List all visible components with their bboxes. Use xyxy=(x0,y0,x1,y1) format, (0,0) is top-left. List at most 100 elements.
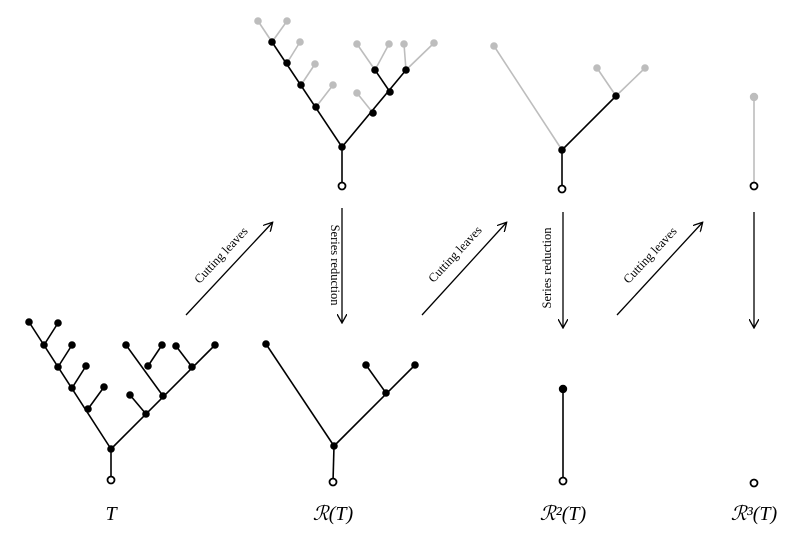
tree-t-node xyxy=(172,342,180,350)
tree-r1-edge xyxy=(333,364,416,447)
tree-r2-cut xyxy=(749,92,759,191)
tree-r1-cut xyxy=(490,42,649,194)
tree-cut-grey-edge xyxy=(356,92,374,114)
tree-cut-grey-leaf xyxy=(353,40,361,48)
tree-r1-cut-grey-edge xyxy=(493,45,563,151)
tree-t-edge xyxy=(125,344,164,397)
tree-r1-node xyxy=(411,361,419,369)
tree-r1-edge xyxy=(265,343,335,447)
tree-cut-grey-leaf xyxy=(353,89,361,97)
tree-cut-left-spine xyxy=(271,41,343,148)
tree-t-node xyxy=(82,362,90,370)
tree-t-node xyxy=(54,363,62,371)
tree-t-node xyxy=(84,405,92,413)
tree-cut-grey-edge xyxy=(403,43,407,71)
tree-r1-node xyxy=(382,389,390,397)
tree-cut-grey-edge xyxy=(315,84,334,108)
tree-cut-grey-leaf xyxy=(385,40,393,48)
tree-t-edge xyxy=(129,394,147,415)
tree-cut-node xyxy=(312,103,320,111)
tree-cut-grey-leaf xyxy=(283,17,291,25)
tree-t xyxy=(25,318,219,485)
arrow-cut-2: Cutting leaves xyxy=(421,223,506,316)
tree-t-node xyxy=(25,318,33,326)
tree-cut-node xyxy=(371,66,379,74)
tree-r1-root xyxy=(328,477,338,487)
tree-r2 xyxy=(558,384,568,486)
arrow-cut-1: Cutting leaves xyxy=(185,223,272,316)
tree-cut-grey-leaf xyxy=(254,17,262,25)
tree-cut-grey-edge xyxy=(300,63,316,86)
tree-cut-node xyxy=(297,81,305,89)
tree-t-node xyxy=(144,362,152,370)
arrow-cut-1-line xyxy=(185,223,272,316)
arrow-series-2-label: Series reduction xyxy=(540,227,554,309)
tree-label-r2: ℛ²(T) xyxy=(540,503,587,525)
tree-t-node xyxy=(54,319,62,327)
tree-t-node xyxy=(68,341,76,349)
tree-cut-grey-leaf xyxy=(400,40,408,48)
tree-r1-cut-grey-edge xyxy=(596,67,617,97)
tree-r1-cut-grey-edge xyxy=(615,67,646,97)
tree-r2-node xyxy=(558,384,568,394)
tree-label-r3: ℛ³(T) xyxy=(731,503,778,525)
tree-r2-cut-root xyxy=(749,181,759,191)
tree-r1-cut-root xyxy=(557,184,567,194)
tree-cut-grey-edge xyxy=(286,41,301,64)
tree-t-node xyxy=(122,341,130,349)
tree-cut-edge xyxy=(374,69,391,93)
tree-cut-grey-leaf xyxy=(430,39,438,47)
tree-r3-root xyxy=(749,478,759,488)
tree-cut-node xyxy=(268,38,276,46)
tree-t-node xyxy=(158,341,166,349)
tree-label-t: T xyxy=(105,503,118,525)
tree-label-r1: ℛ(T) xyxy=(313,503,354,525)
tree-t-edge xyxy=(175,345,193,368)
tree-t-node xyxy=(100,383,108,391)
tree-t-edge xyxy=(147,344,163,367)
tree-cut-grey-leaf xyxy=(311,60,319,68)
tree-r3 xyxy=(749,478,759,488)
tree-r1-cut-node xyxy=(612,92,620,100)
tree-r1-cut-grey-leaf xyxy=(490,42,498,50)
tree-cut-grey-edge xyxy=(271,20,288,43)
arrow-cut-2-label: Cutting leaves xyxy=(425,223,484,285)
tree-r1-root-edge xyxy=(332,445,335,483)
tree-cut-grey-leaf xyxy=(329,81,337,89)
tree-cut-grey-leaf xyxy=(296,38,304,46)
tree-r1-cut-node xyxy=(558,146,566,154)
tree-cut-right-spine xyxy=(341,69,407,148)
tree-cut-grey-edge xyxy=(356,43,376,71)
tree-r1-node xyxy=(330,442,338,450)
tree-t-edge xyxy=(43,322,59,346)
arrow-cut-3-line xyxy=(616,223,702,316)
arrow-series-1: Series reduction xyxy=(328,208,342,322)
tree-t-edge xyxy=(87,386,105,410)
tree-r1 xyxy=(262,340,419,487)
tree-r1-cut-grey-leaf xyxy=(593,64,601,72)
arrow-cut-3: Cutting leaves xyxy=(616,223,702,316)
tree-cut-node xyxy=(386,88,394,96)
tree-cut-grey-edge xyxy=(374,43,390,71)
tree-r1-cut-edge xyxy=(561,95,617,151)
arrow-cut-3-label: Cutting leaves xyxy=(620,224,679,286)
tree-t-edge xyxy=(57,344,73,368)
tree-r2-root xyxy=(558,476,568,486)
tree-cut-root xyxy=(337,181,347,191)
tree-t-node xyxy=(40,341,48,349)
arrow-series-1-label: Series reduction xyxy=(328,225,342,307)
tree-t-node xyxy=(142,410,150,418)
tree-r1-cut-grey-leaf xyxy=(641,64,649,72)
tree-t-node xyxy=(126,391,134,399)
tree-t-node xyxy=(159,392,167,400)
tree-cut-node xyxy=(338,143,346,151)
arrow-series-2: Series reduction xyxy=(540,212,563,327)
tree-r1-node xyxy=(362,361,370,369)
tree-t-node xyxy=(107,445,115,453)
tree-t-cut xyxy=(254,17,438,191)
tree-r1-node xyxy=(262,340,270,348)
tree-t-edge xyxy=(71,365,87,389)
tree-cut-node xyxy=(283,59,291,67)
tree-cut-grey-edge xyxy=(405,42,435,71)
